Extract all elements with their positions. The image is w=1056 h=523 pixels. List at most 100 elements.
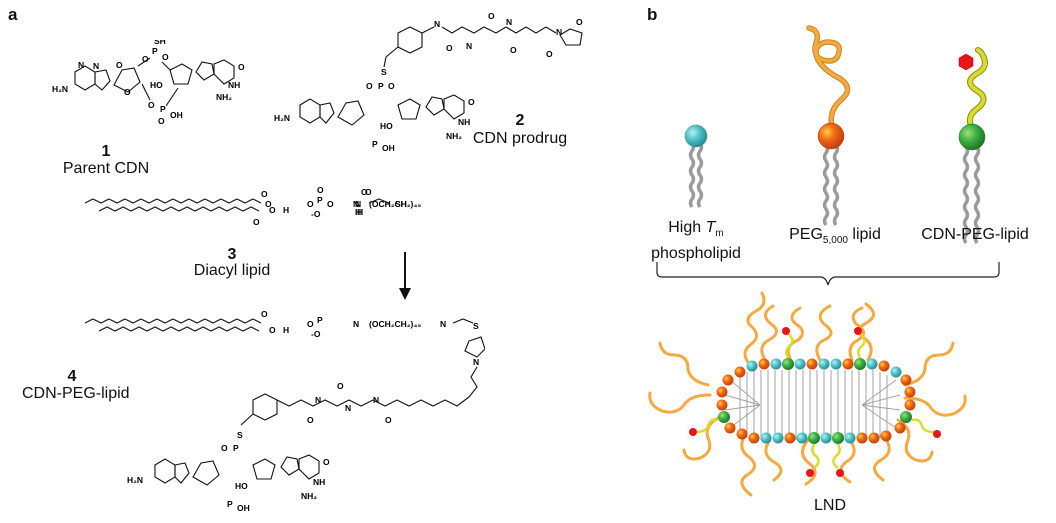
high-tm-phospholipid-icon — [684, 124, 708, 209]
lipid-heads-bottom — [736, 428, 892, 444]
svg-text:N: N — [93, 61, 99, 71]
svg-text:H₂N: H₂N — [52, 84, 68, 94]
label-cdn-peg-lipid: CDN-PEG-lipid — [921, 226, 1029, 243]
benzene-ring — [252, 393, 278, 421]
svg-text:O: O — [327, 199, 334, 209]
svg-text:N: N — [355, 199, 361, 209]
svg-text:N: N — [345, 403, 351, 413]
svg-text:O: O — [307, 199, 314, 209]
label-high-tm-phospholipid: High Tm phospholipid — [651, 219, 741, 263]
svg-text:NH: NH — [458, 117, 470, 127]
svg-text:P: P — [317, 315, 323, 325]
svg-text:O: O — [148, 100, 155, 110]
compound-4-structure: O O H O P -O N (OCH₂CH₂)₄₅ N S N N N N O… — [85, 309, 485, 513]
svg-text:H₂N: H₂N — [127, 475, 143, 485]
svg-text:(OCH₂CH₂)₄₅: (OCH₂CH₂)₄₅ — [369, 319, 421, 329]
svg-text:O: O — [576, 17, 583, 27]
compound-3-number: 3 — [227, 246, 237, 263]
compound-4-number: 4 — [67, 368, 77, 385]
svg-text:HO: HO — [150, 80, 163, 90]
label-lnd: LND — [813, 497, 846, 514]
svg-text:O: O — [388, 81, 395, 91]
svg-text:O: O — [361, 187, 368, 197]
svg-text:O: O — [261, 309, 268, 319]
svg-text:O: O — [238, 62, 245, 72]
maleimide-ring — [559, 28, 583, 46]
svg-text:H: H — [355, 207, 361, 217]
panel-b-illustration — [648, 25, 1000, 497]
svg-text:NH₂: NH₂ — [301, 491, 317, 501]
svg-text:NH₂: NH₂ — [216, 92, 232, 102]
svg-text:O: O — [446, 43, 453, 53]
acyl-chain-1 — [85, 318, 262, 324]
svg-text:N: N — [440, 319, 446, 329]
svg-text:N: N — [473, 357, 479, 367]
svg-text:-O: -O — [311, 329, 321, 339]
svg-text:O: O — [116, 60, 123, 70]
svg-text:S: S — [381, 67, 387, 77]
svg-text:P: P — [160, 104, 166, 114]
compound-2-structure: S N O N O N O N O O P O O H₂N HO P OH O … — [274, 11, 583, 153]
svg-text:S: S — [237, 430, 243, 440]
svg-text:N: N — [353, 319, 359, 329]
svg-text:O: O — [365, 187, 372, 197]
svg-text:N: N — [556, 27, 562, 37]
panel-b-label: b — [647, 5, 658, 24]
svg-text:OH: OH — [382, 143, 395, 153]
svg-text:O: O — [261, 189, 268, 199]
svg-text:O: O — [317, 185, 324, 195]
peg-lipid-icon — [806, 25, 851, 227]
svg-text:O: O — [307, 415, 314, 425]
grouping-bracket — [656, 262, 1000, 286]
svg-text:P: P — [317, 195, 323, 205]
svg-text:O: O — [269, 325, 276, 335]
svg-text:O: O — [510, 45, 517, 55]
compound-4-name: CDN-PEG-lipid — [22, 385, 130, 402]
svg-text:O: O — [488, 11, 495, 21]
compound-2-number: 2 — [515, 112, 525, 129]
cdn-peg-lipid-icon — [958, 47, 988, 245]
svg-text:O: O — [253, 217, 260, 227]
svg-text:P: P — [227, 499, 233, 509]
svg-text:O: O — [323, 457, 330, 467]
svg-text:P: P — [378, 81, 384, 91]
svg-text:-O: -O — [311, 209, 321, 219]
svg-text:O: O — [124, 87, 131, 97]
succinimide-ring — [464, 336, 485, 358]
svg-text:N: N — [315, 395, 321, 405]
svg-text:N: N — [353, 199, 359, 209]
svg-text:O: O — [162, 52, 169, 62]
label-peg-lipid: PEG5,000 lipid — [789, 226, 881, 247]
compound-2-name: CDN prodrug — [472, 130, 568, 147]
acyl-chain-1 — [85, 198, 262, 204]
svg-text:NH: NH — [313, 477, 325, 487]
svg-text:N: N — [506, 17, 512, 27]
svg-text:O: O — [385, 415, 392, 425]
svg-text:O: O — [265, 199, 272, 209]
compound-3-name: Diacyl lipid — [193, 262, 271, 279]
svg-text:N: N — [434, 19, 440, 29]
benzene-ring — [397, 26, 423, 54]
svg-text:NH: NH — [228, 80, 240, 90]
compound-3-structure: O O O O H O P O -O O N H O (OCH₂CH₂)₄₅ — [85, 185, 421, 227]
svg-text:OH: OH — [170, 110, 183, 120]
svg-text:O: O — [468, 97, 475, 107]
svg-text:H: H — [357, 207, 363, 217]
svg-text:O: O — [337, 381, 344, 391]
lnd-nanodisc-icon — [648, 291, 967, 497]
svg-text:SH: SH — [154, 40, 166, 46]
svg-text:H: H — [283, 205, 289, 215]
svg-text:O: O — [142, 54, 149, 64]
svg-text:O: O — [546, 49, 553, 59]
reaction-arrow-down-icon — [399, 252, 411, 300]
lipid-heads-top — [734, 358, 902, 378]
svg-text:O: O — [366, 81, 373, 91]
cdn-caps — [689, 327, 941, 477]
svg-text:O: O — [221, 443, 228, 453]
svg-text:NH₂: NH₂ — [446, 131, 462, 141]
svg-text:O: O — [158, 116, 165, 126]
panel-a-label: a — [8, 5, 18, 24]
svg-text:P: P — [372, 139, 378, 149]
svg-text:O: O — [307, 319, 314, 329]
svg-text:N: N — [373, 395, 379, 405]
